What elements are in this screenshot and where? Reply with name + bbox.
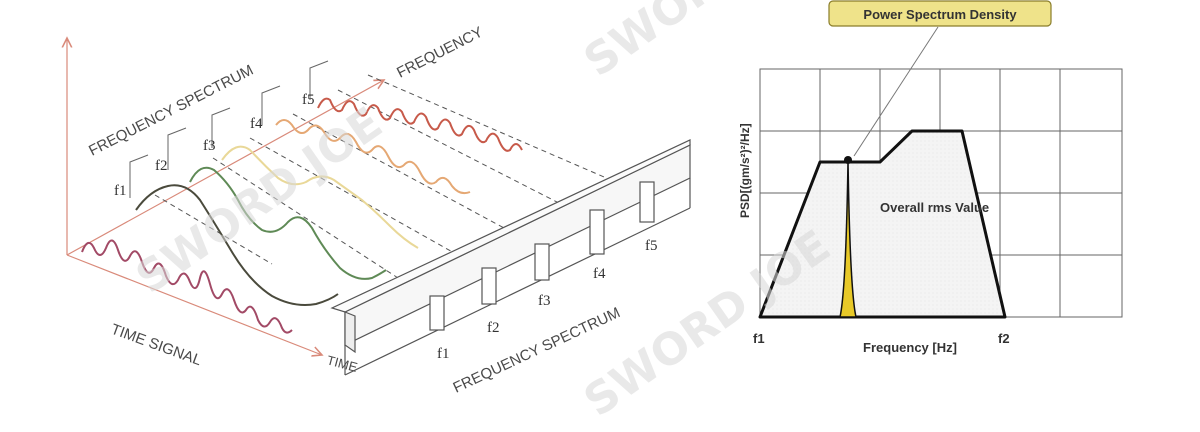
wave-f4: [275, 119, 471, 195]
spectrum-bar-f5: [639, 181, 655, 223]
label-frequency: FREQUENCY: [394, 24, 486, 82]
wave-label-f1: f1: [114, 183, 127, 199]
psd-area: [758, 129, 1007, 319]
time-axis: [66, 254, 322, 355]
spectrum-bar-f2: [481, 267, 497, 305]
callout-text: Power Spectrum Density: [863, 7, 1017, 22]
axes: [67, 38, 384, 355]
frequency-time-diagram: f1 f2 f3 f4 f5 f1 f2 f3 f4 f5 FREQUENCY …: [67, 24, 691, 397]
spectrum-label-f2: f2: [487, 320, 500, 336]
stems: [129, 60, 329, 198]
wave-f2: [189, 166, 387, 280]
watermarks: SWORD JOE SWORD JOE SWORD JOE: [127, 0, 840, 427]
spectrum-label-f1: f1: [437, 346, 450, 362]
psd-xlabel: Frequency [Hz]: [863, 340, 957, 355]
spectrum-label-f3: f3: [538, 293, 551, 309]
wave-label-f5: f5: [302, 92, 315, 108]
spectrum-bar-f3: [534, 243, 550, 281]
spectrum-label-f4: f4: [593, 266, 606, 282]
psd-x-end: f2: [998, 331, 1010, 346]
spectrum-box: [330, 139, 691, 376]
wave-f1: [135, 184, 339, 306]
psd-annotation: Overall rms Value: [880, 200, 989, 215]
psd-callout: Power Spectrum Density: [828, 0, 1052, 157]
wave-label-f2: f2: [155, 158, 168, 174]
wave-label-f4: f4: [250, 116, 263, 132]
spectrum-bar-f1: [429, 295, 445, 331]
wave-f3: [221, 145, 419, 249]
label-frequency-spectrum-upper: FREQUENCY SPECTRUM: [86, 62, 256, 160]
frequency-axis: [66, 80, 384, 256]
watermark-3: SWORD JOE: [575, 221, 840, 428]
time-signal-wave: [81, 239, 293, 334]
psd-ylabel: PSD[(gm/s²)²/Hz]: [738, 123, 752, 218]
label-time: TIME: [325, 352, 359, 375]
wave-label-f3: f3: [203, 138, 216, 154]
wave-f5: [317, 97, 523, 152]
psd-peak-point: [844, 156, 852, 164]
watermark-1: SWORD JOE: [575, 0, 840, 87]
psd-chart: Power Spectrum Density PSD[(gm/s²)²/Hz] …: [738, 0, 1123, 355]
psd-x-start: f1: [753, 331, 765, 346]
spectrum-label-f5: f5: [645, 238, 658, 254]
spectrum-bars: [429, 181, 655, 331]
label-time-signal: TIME SIGNAL: [109, 321, 204, 369]
spectrum-bar-f4: [589, 209, 605, 255]
